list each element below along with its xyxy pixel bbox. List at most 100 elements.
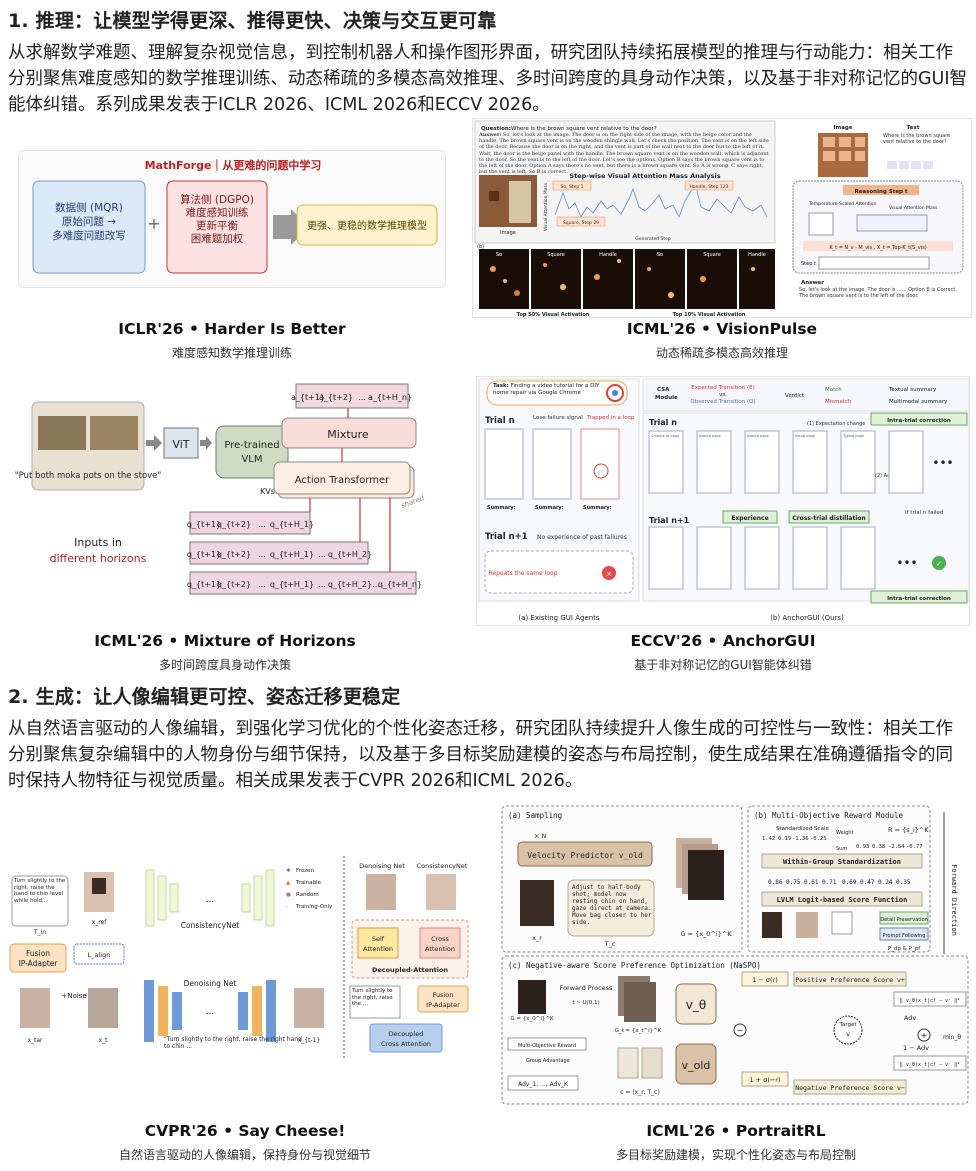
moh-r2-2: ... — [258, 550, 266, 559]
vp-reasoning: Reasoning Step t — [854, 189, 907, 195]
vp-formula: K_t = N_v · M_vis , X_t = Top-K_t(S_vis) — [829, 245, 926, 251]
moh-row2: q_{t+1} q_{t+2} ... q_{t+H_1} ... q_{t+H… — [187, 541, 372, 565]
mathforge-box1-l3: 多难度问题改写 — [52, 229, 126, 242]
ag-if-failed: If trial n failed — [905, 510, 943, 516]
pr-prompt: Adjust to half-body shot; model now rest… — [572, 884, 652, 926]
ag-repeats: Repeats the same loop — [489, 570, 558, 577]
pr-scale-3: -0.25 — [810, 836, 827, 842]
svg-text:‖ v_θ(x_t|c) − v⁺ ‖²: ‖ v_θ(x_t|c) − v⁺ ‖² — [900, 998, 960, 1004]
moh-row3: q_{t+1} q_{t+2} ... q_{t+H_1} ... q_{t+H… — [187, 571, 422, 595]
ag-intra-2: Intra-trial correction — [887, 596, 951, 602]
moh-instruction: "Put both moka pots on the stove" — [15, 471, 162, 481]
moh-r1-0: q_{t+1} — [187, 520, 221, 529]
sc-fusion-1: Fusion — [26, 949, 50, 958]
moh-r3-4: ... — [318, 580, 326, 589]
vp-right-question: Where is the brown square vent relative … — [883, 133, 951, 145]
vp-image-label: Image — [500, 230, 516, 236]
pr-scale-7: -0.77 — [906, 844, 923, 850]
ag-screens-bottom — [648, 526, 876, 590]
portraitrl-diagram: (a) Sampling × N Velocity Predictor v_ol… — [501, 805, 969, 1105]
svg-text:✱: ✱ — [286, 867, 291, 874]
vp-strip-caption-right: Top 10% Visual Activation — [673, 312, 746, 318]
pr-lvlm: LVLM Logit-based Score Function — [777, 896, 908, 904]
moh-inputs: Inputs in — [74, 536, 122, 549]
moh-r2-4: ... — [318, 550, 326, 559]
pr-adv: Adv — [904, 1014, 916, 1022]
pr-score-4: 0.69 — [842, 879, 857, 886]
pr-sum: Sum — [836, 846, 847, 852]
anchorgui-diagram: Task: Finding a video tutorial for a DIY… — [478, 378, 970, 622]
pr-scale-1: 0.19 — [778, 836, 791, 842]
ag-task: Finding a video tutorial for a DIY home … — [493, 383, 600, 396]
vp-strip-2: Square — [547, 252, 565, 258]
vp-temp-scaled: Temperature-Scaled Attention — [808, 201, 876, 207]
section2-paragraph: 从自然语言驱动的人像编辑，到强化学习优化的个性化姿态迁移，研究团队持续提升人像生… — [8, 719, 953, 791]
ag-trapped: Trapped in a loop — [586, 415, 635, 421]
moh-r3-1: q_{t+2} — [217, 580, 251, 589]
moh-r1-3: q_{t+H_1} — [270, 520, 314, 529]
ag-intra-1: Intra-trial correction — [887, 418, 951, 424]
ag-textual: Textual summary — [888, 387, 937, 393]
ag-mismatch: Mismatch — [825, 399, 852, 405]
pr-score-0: 0.86 — [768, 879, 783, 886]
mathforge-box2-l1: 算法侧 (DGPO) — [180, 193, 254, 206]
pr-scale-4: 0.93 — [856, 844, 869, 850]
sc-dots-2: ... — [206, 1007, 215, 1017]
sc-fusion-2: IP-Adapter — [19, 959, 59, 968]
mathforge-box2-l4: 困难题加权 — [191, 232, 244, 245]
pr-b-title: (b) Multi-Objective Reward Module — [754, 811, 903, 820]
vp-answer-box: So, let's look at the image. The door is… — [799, 287, 957, 299]
pr-scale-0: 1.42 — [762, 836, 775, 842]
sc-decoupled: Decoupled-Attention — [372, 966, 448, 974]
paper6-subtitle: 多目标奖励建模，实现个性化姿态与布局控制 — [615, 1148, 856, 1162]
vp-answer-title: Answer — [801, 280, 824, 286]
pr-c-g-set: G = {x_0^i}^K — [510, 1016, 554, 1022]
ag-task-label: Task: — [493, 383, 509, 389]
vp-vam: Visual Attention Mass — [889, 205, 938, 211]
vp-answer: So, let's look at the image. The door is… — [479, 132, 769, 176]
moh-vlm-2: VLM — [241, 454, 262, 465]
svg-text:‖ v_θ(x_t|c) − v⁻ ‖²: ‖ v_θ(x_t|c) − v⁻ ‖² — [900, 1062, 960, 1068]
sc-right-fusion-1: Fusion — [433, 991, 454, 999]
svg-text:+: + — [921, 1031, 928, 1040]
sc-decoupled-cross-1: Decoupled — [389, 1030, 424, 1038]
moh-mixture: Mixture — [327, 428, 369, 441]
pr-detail: Detail Preservation — [880, 917, 928, 923]
fig-portraitrl: (a) Sampling × N Velocity Predictor v_ol… — [500, 804, 972, 1106]
pr-x-r: x_r — [532, 934, 542, 942]
pr-score-3: 0.71 — [822, 879, 837, 886]
visionpulse-diagram: Question: Where is the brown square vent… — [474, 120, 964, 318]
pr-forward-direction: Forward Direction — [950, 864, 958, 936]
moh-r2-0: q_{t+1} — [187, 550, 221, 559]
pr-standardized: Standardized Scale — [776, 826, 829, 832]
ag-experience: Experience — [731, 515, 768, 522]
sc-x-tar: x_tar — [27, 1037, 43, 1044]
vp-chart-title: Step-wise Visual Attention Mass Analysis — [569, 172, 720, 180]
ag-csa-2: Module — [655, 395, 678, 401]
ag-screen-3: Search page — [747, 434, 769, 438]
ag-verdict: Verdict — [785, 393, 805, 399]
pr-score-6: 0.24 — [878, 879, 893, 886]
pr-min-theta: min_θ — [943, 1034, 961, 1041]
sc-x-t1: x_{t-1} — [298, 1037, 321, 1044]
sc-legend: ✱Frozen ▲Trainable ●Random -Training-Onl… — [286, 867, 333, 910]
paper6-venue: ICML'26 • PortraitRL — [646, 1122, 826, 1140]
pr-r-formula: R = {s_i}^K — [888, 826, 929, 834]
paper4-subtitle: 基于非对称记忆的GUI智能体纠错 — [634, 658, 812, 672]
pr-g-t: G_t = {x_t^i}^K — [615, 1028, 662, 1034]
moh-r3-3: q_{t+H_1} — [270, 580, 314, 589]
ag-trial-n-left: Trial n — [485, 416, 515, 426]
pr-mor: Multi-Objective Reward — [518, 1043, 576, 1049]
pr-velocity: Velocity Predictor v_old — [527, 851, 643, 860]
sc-legend-random: Random — [296, 892, 319, 898]
sc-t-in: T_in — [33, 929, 46, 936]
vp-strip-left — [479, 249, 775, 309]
mathforge-title: MathForge｜从更难的问题中学习 — [145, 158, 322, 172]
sc-consistency: ConsistencyNet — [181, 921, 240, 930]
pr-a-title: (a) Sampling — [508, 811, 562, 820]
pr-c-formula: c = (x_r, T_c) — [620, 1089, 660, 1096]
pr-prompt-following: Prompt Following — [883, 933, 926, 939]
paper1-subtitle: 难度感知数学推理训练 — [171, 346, 292, 360]
pr-score-1: 0.75 — [786, 879, 801, 886]
ag-expected: Expected Transition (E) — [691, 385, 755, 391]
